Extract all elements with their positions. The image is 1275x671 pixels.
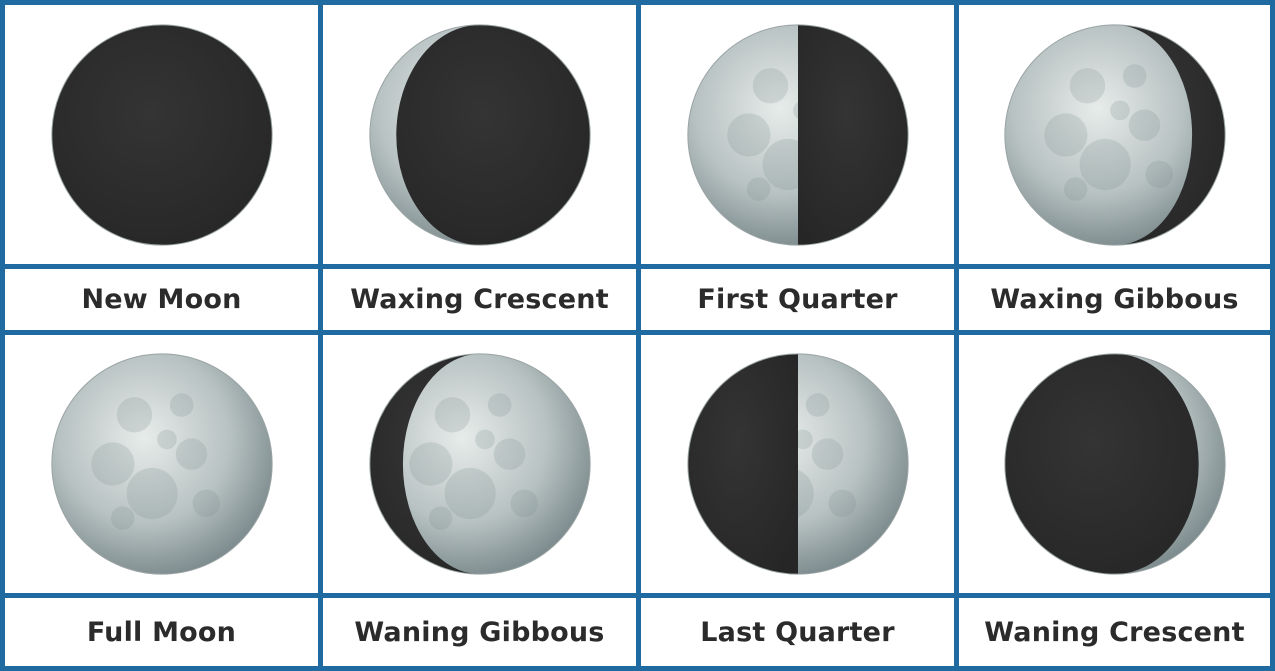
moon-outline: [686, 353, 909, 575]
crater-mark: [1109, 100, 1130, 120]
moon-image-cell: [5, 5, 323, 269]
moon-image-cell: [5, 335, 323, 598]
moon-outline: [50, 353, 273, 575]
moon-last-quarter-image: [686, 353, 909, 575]
crater-mark: [487, 393, 511, 417]
crater-mark: [126, 467, 178, 520]
crater-mark: [1128, 108, 1160, 141]
phase-label-cell: New Moon: [5, 269, 323, 335]
crater-mark: [191, 489, 220, 518]
moon-shadow: [797, 24, 908, 245]
moon-outline: [686, 23, 909, 246]
crater-mark: [110, 506, 134, 530]
crater-mark: [746, 176, 770, 201]
moon-first-quarter-image: [686, 23, 909, 246]
moon-image-cell: [641, 335, 959, 598]
moon-shadow: [395, 24, 590, 245]
moon-lit-disc: [369, 353, 590, 575]
crater-mark: [1063, 176, 1087, 201]
moon-outline: [368, 23, 591, 246]
crater-mark: [509, 489, 538, 518]
moon-image-cell: [323, 5, 641, 269]
phase-label-new-moon: New Moon: [81, 284, 242, 315]
moon-shadow: [369, 353, 480, 575]
moon-shadow: [1004, 353, 1199, 575]
crater-mark: [752, 67, 788, 104]
moon-full-image: [50, 353, 273, 575]
phase-label-waning-gibbous: Waning Gibbous: [354, 616, 605, 648]
crater-mark: [169, 393, 193, 417]
crater-mark: [1079, 138, 1131, 190]
crater-mark: [1122, 63, 1146, 88]
crater-mark: [156, 429, 177, 450]
phase-label-waxing-crescent: Waxing Crescent: [350, 284, 609, 315]
crater-mark: [90, 442, 134, 486]
phase-label-cell: First Quarter: [641, 269, 959, 335]
moon-image-cell: [959, 5, 1270, 269]
moon-outline: [50, 23, 273, 246]
crater-mark: [434, 397, 470, 433]
crater-mark: [444, 467, 496, 520]
crater-mark: [175, 438, 207, 470]
crater-mark: [116, 397, 152, 433]
moon-image-cell: [323, 335, 641, 598]
moon-outline: [1003, 23, 1226, 246]
crater-mark: [827, 489, 856, 518]
moon-image-cell: [641, 5, 959, 269]
phase-label-full-moon: Full Moon: [86, 616, 237, 648]
moon-waning-crescent-image: [1003, 353, 1226, 575]
moon-lit-disc: [1004, 24, 1225, 245]
phase-label-last-quarter: Last Quarter: [700, 616, 895, 648]
phase-label-waning-crescent: Waning Crescent: [984, 616, 1245, 648]
phase-label-cell: Waxing Crescent: [323, 269, 641, 335]
moon-shadow: [687, 353, 798, 575]
moon-lit-disc: [51, 353, 272, 575]
phase-label-first-quarter: First Quarter: [697, 284, 898, 315]
crater-mark: [493, 438, 525, 470]
crater-mark: [811, 438, 843, 470]
phase-label-cell: Full Moon: [5, 598, 323, 666]
moon-dark-disc: [51, 24, 272, 245]
moon-outline: [368, 353, 591, 575]
moon-outline: [1003, 353, 1226, 575]
crater-mark: [474, 429, 495, 450]
crater-mark: [428, 506, 452, 530]
crater-mark: [1069, 67, 1105, 104]
moon-waning-gibbous-image: [368, 353, 591, 575]
phase-label-waxing-gibbous: Waxing Gibbous: [990, 284, 1239, 315]
moon-waxing-crescent-image: [368, 23, 591, 246]
moon-waxing-gibbous-image: [1003, 23, 1226, 246]
phase-label-cell: Last Quarter: [641, 598, 959, 666]
moon-new-image: [50, 23, 273, 246]
phase-label-cell: Waxing Gibbous: [959, 269, 1270, 335]
phase-label-cell: Waning Gibbous: [323, 598, 641, 666]
crater-mark: [805, 393, 829, 417]
phase-label-cell: Waning Crescent: [959, 598, 1270, 666]
crater-mark: [1043, 112, 1087, 157]
crater-mark: [1144, 160, 1173, 188]
moon-image-cell: [959, 335, 1270, 598]
crater-mark: [408, 442, 452, 486]
moon-shadow: [1114, 24, 1225, 245]
crater-mark: [792, 429, 813, 450]
crater-mark: [726, 112, 770, 157]
